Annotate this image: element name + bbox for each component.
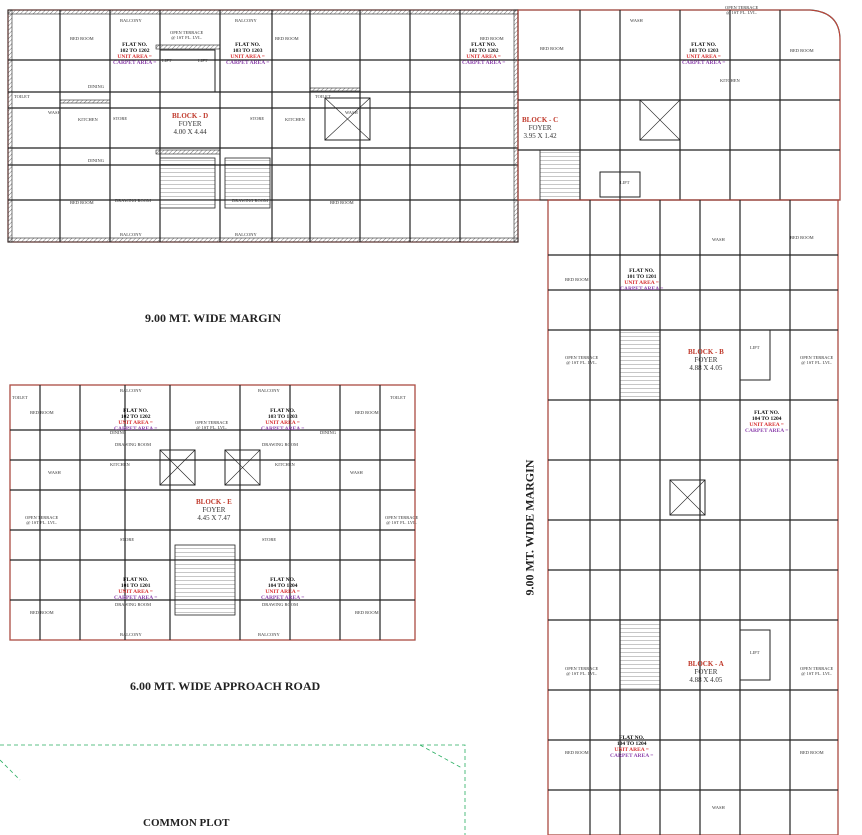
open-terrace-label: OPEN TERRACE@ 1ST FL. LVL.	[800, 355, 834, 365]
room-label-store: STORE	[262, 537, 277, 542]
open-terrace-label: OPEN TERRACE@ 1ST FL. LVL.	[170, 30, 204, 40]
room-label-dining: DINING	[88, 158, 104, 163]
room-label-bed: BED ROOM	[275, 36, 299, 41]
flat-label-c2: FLAT NO.103 TO 1203 UNIT AREA =CARPET AR…	[682, 42, 726, 66]
block-d-stairs	[159, 49, 371, 209]
room-label-bed: BED ROOM	[330, 200, 354, 205]
room-label-bed: BED ROOM	[790, 235, 814, 240]
open-terrace-label: OPEN TERRACE@ 1ST FL. LVL.	[25, 515, 59, 525]
room-label-store: STORE	[113, 116, 128, 121]
room-label-store: STORE	[120, 537, 135, 542]
room-label-lift: LIFT	[198, 58, 208, 63]
block-d-label: BLOCK - D FOYER 4.00 X 4.44	[172, 112, 209, 136]
room-label-bed: BED ROOM	[355, 410, 379, 415]
block-d-outline	[7, 9, 519, 243]
side-margin-label: 9.00 MT. WIDE MARGIN	[522, 459, 537, 596]
flat-label-e4: FLAT NO.104 TO 1204 UNIT AREA =CARPET AR…	[261, 577, 305, 601]
room-label-kitchen: KITCHEN	[78, 117, 98, 122]
block-b-label: BLOCK - B FOYER 4.88 X 4.05	[688, 348, 724, 372]
open-terrace-label: OPEN TERRACE@ 1ST FL. LVL.	[725, 5, 759, 15]
room-label-bed: BED ROOM	[70, 200, 94, 205]
flat-label-e1: FLAT NO.102 TO 1202 UNIT AREA =CARPET AR…	[114, 408, 158, 432]
room-label-kitchen: KITCHEN	[110, 462, 130, 467]
block-e-stairs	[159, 449, 261, 616]
room-label-balcony: BALCONY	[120, 632, 142, 637]
room-label-bed: BED ROOM	[800, 750, 824, 755]
room-label-bed: BED ROOM	[565, 277, 589, 282]
room-label-toilet: TOILET	[315, 94, 331, 99]
room-label-balcony: BALCONY	[120, 388, 142, 393]
room-label-toilet: TOILET	[12, 395, 28, 400]
flat-label-b2: FLAT NO.104 TO 1204 UNIT AREA =CARPET AR…	[745, 410, 789, 434]
flat-label-c1: FLAT NO.102 TO 1202 UNIT AREA =CARPET AR…	[462, 42, 506, 66]
flat-label-b1: FLAT NO.101 TO 1201 UNIT AREA =CARPET AR…	[620, 268, 664, 292]
room-label-balcony: BALCONY	[120, 18, 142, 23]
top-margin-label: 9.00 MT. WIDE MARGIN	[145, 311, 281, 325]
room-label-bed: BED ROOM	[790, 48, 814, 53]
room-label-toilet: TOILET	[14, 94, 30, 99]
open-terrace-label: OPEN TERRACE@ 1ST FL. LVL.	[800, 666, 834, 676]
room-label-bed: BED ROOM	[355, 610, 379, 615]
room-label-drawing: DRAWING ROOM	[232, 198, 269, 203]
block-e-outline	[9, 384, 416, 641]
room-label-dining: DINING	[88, 84, 104, 89]
open-terrace-label: OPEN TERRACE@ 1ST FL. LVL.	[385, 515, 419, 525]
room-label-kitchen: KITCHEN	[720, 78, 740, 83]
room-label-bed: BED ROOM	[30, 610, 54, 615]
block-a-label: BLOCK - A FOYER 4.88 X 4.05	[688, 660, 724, 684]
common-plot-label: COMMON PLOT	[143, 817, 230, 829]
flat-label-d2: FLAT NO.103 TO 1203 UNIT AREA =CARPET AR…	[226, 42, 270, 66]
room-label-wash: WASH	[48, 470, 61, 475]
open-terrace-label: OPEN TERRACE@ 1ST FL. LVL.	[565, 666, 599, 676]
room-label-wash: WASH	[345, 110, 358, 115]
room-label-bed: BED ROOM	[480, 36, 504, 41]
room-label-lift: LIFT	[620, 180, 630, 185]
block-b-a-outline	[547, 199, 839, 835]
room-label-wash: WASH	[712, 805, 725, 810]
block-c-stairs	[539, 99, 681, 201]
room-label-dining: DINING	[110, 430, 126, 435]
flat-label-e2: FLAT NO.103 TO 1203 UNIT AREA =CARPET AR…	[261, 408, 305, 432]
flat-label-e3: FLAT NO.101 TO 1201 UNIT AREA =CARPET AR…	[114, 577, 158, 601]
room-label-dining: DINING	[320, 430, 336, 435]
block-d-walls	[7, 9, 519, 243]
open-terrace-label: OPEN TERRACE@ 1ST FL. LVL.	[195, 420, 229, 430]
block-c-label: BLOCK - C FOYER 3.95 X 1.42	[522, 116, 559, 140]
room-label-lift: LIFT	[162, 58, 172, 63]
block-e-label: BLOCK - E FOYER 4.45 X 7.47	[196, 498, 232, 522]
room-label-drawing: DRAWING ROOM	[115, 602, 152, 607]
flat-label-a1: FLAT NO.104 TO 1204 UNIT AREA =CARPET AR…	[610, 735, 654, 759]
room-label-drawing: DRAWING ROOM	[262, 442, 299, 447]
room-label-wash: WASH	[712, 237, 725, 242]
room-label-bed: BED ROOM	[30, 410, 54, 415]
room-label-drawing: DRAWING ROOM	[115, 442, 152, 447]
room-label-store: STORE	[250, 116, 265, 121]
room-label-balcony: BALCONY	[120, 232, 142, 237]
common-plot-boundary	[0, 744, 466, 835]
block-b-a-stairs	[619, 329, 771, 691]
room-label-kitchen: KITCHEN	[275, 462, 295, 467]
room-label-wash: WASH	[350, 470, 363, 475]
room-label-wash: WASH	[48, 110, 61, 115]
room-label-lift: LIFT	[750, 650, 760, 655]
room-label-drawing: DRAWING ROOM	[115, 198, 152, 203]
open-terrace-label: OPEN TERRACE@ 1ST FL. LVL.	[565, 355, 599, 365]
room-label-bed: BED ROOM	[540, 46, 564, 51]
room-label-lift: LIFT	[750, 345, 760, 350]
room-label-bed: BED ROOM	[565, 750, 589, 755]
room-label-kitchen: KITCHEN	[285, 117, 305, 122]
room-label-bed: BED ROOM	[70, 36, 94, 41]
room-label-wash: WASH	[630, 18, 643, 23]
room-label-balcony: BALCONY	[235, 232, 257, 237]
room-label-drawing: DRAWING ROOM	[262, 602, 299, 607]
room-label-balcony: BALCONY	[235, 18, 257, 23]
flat-label-d1: FLAT NO.102 TO 1202 UNIT AREA =CARPET AR…	[113, 42, 157, 66]
room-label-toilet: TOILET	[390, 395, 406, 400]
approach-road-label: 6.00 MT. WIDE APPROACH ROAD	[130, 679, 321, 693]
room-label-balcony: BALCONY	[258, 632, 280, 637]
room-label-balcony: BALCONY	[258, 388, 280, 393]
